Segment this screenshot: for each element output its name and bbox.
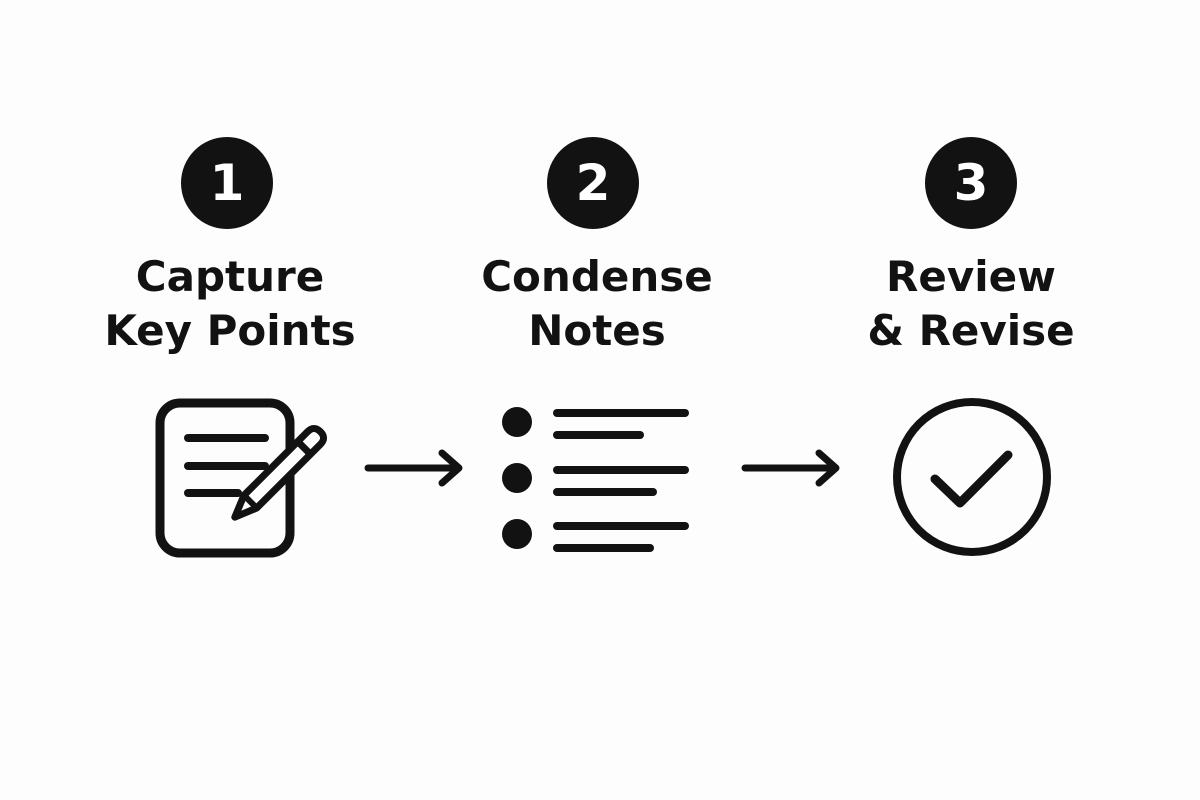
step-number-badge: 2 [547,137,639,229]
step-title: Condense Notes [447,250,747,358]
step-title: Capture Key Points [80,250,380,358]
step-title-line: Condense [481,252,713,301]
notepad-pencil-icon [155,398,328,558]
step-title: Review & Revise [821,250,1121,358]
step-title-line: & Revise [867,306,1075,355]
bullet-list-icon [502,407,689,552]
step-title-line: Review [886,252,1056,301]
arrow-right-icon [741,449,840,487]
check-circle-icon [893,398,1051,556]
step-title-line: Notes [528,306,666,355]
arrow-right-icon [364,449,463,487]
step-title-line: Key Points [104,306,356,355]
step-number-badge: 1 [181,137,273,229]
step-title-line: Capture [135,252,325,301]
step-number-badge: 3 [925,137,1017,229]
